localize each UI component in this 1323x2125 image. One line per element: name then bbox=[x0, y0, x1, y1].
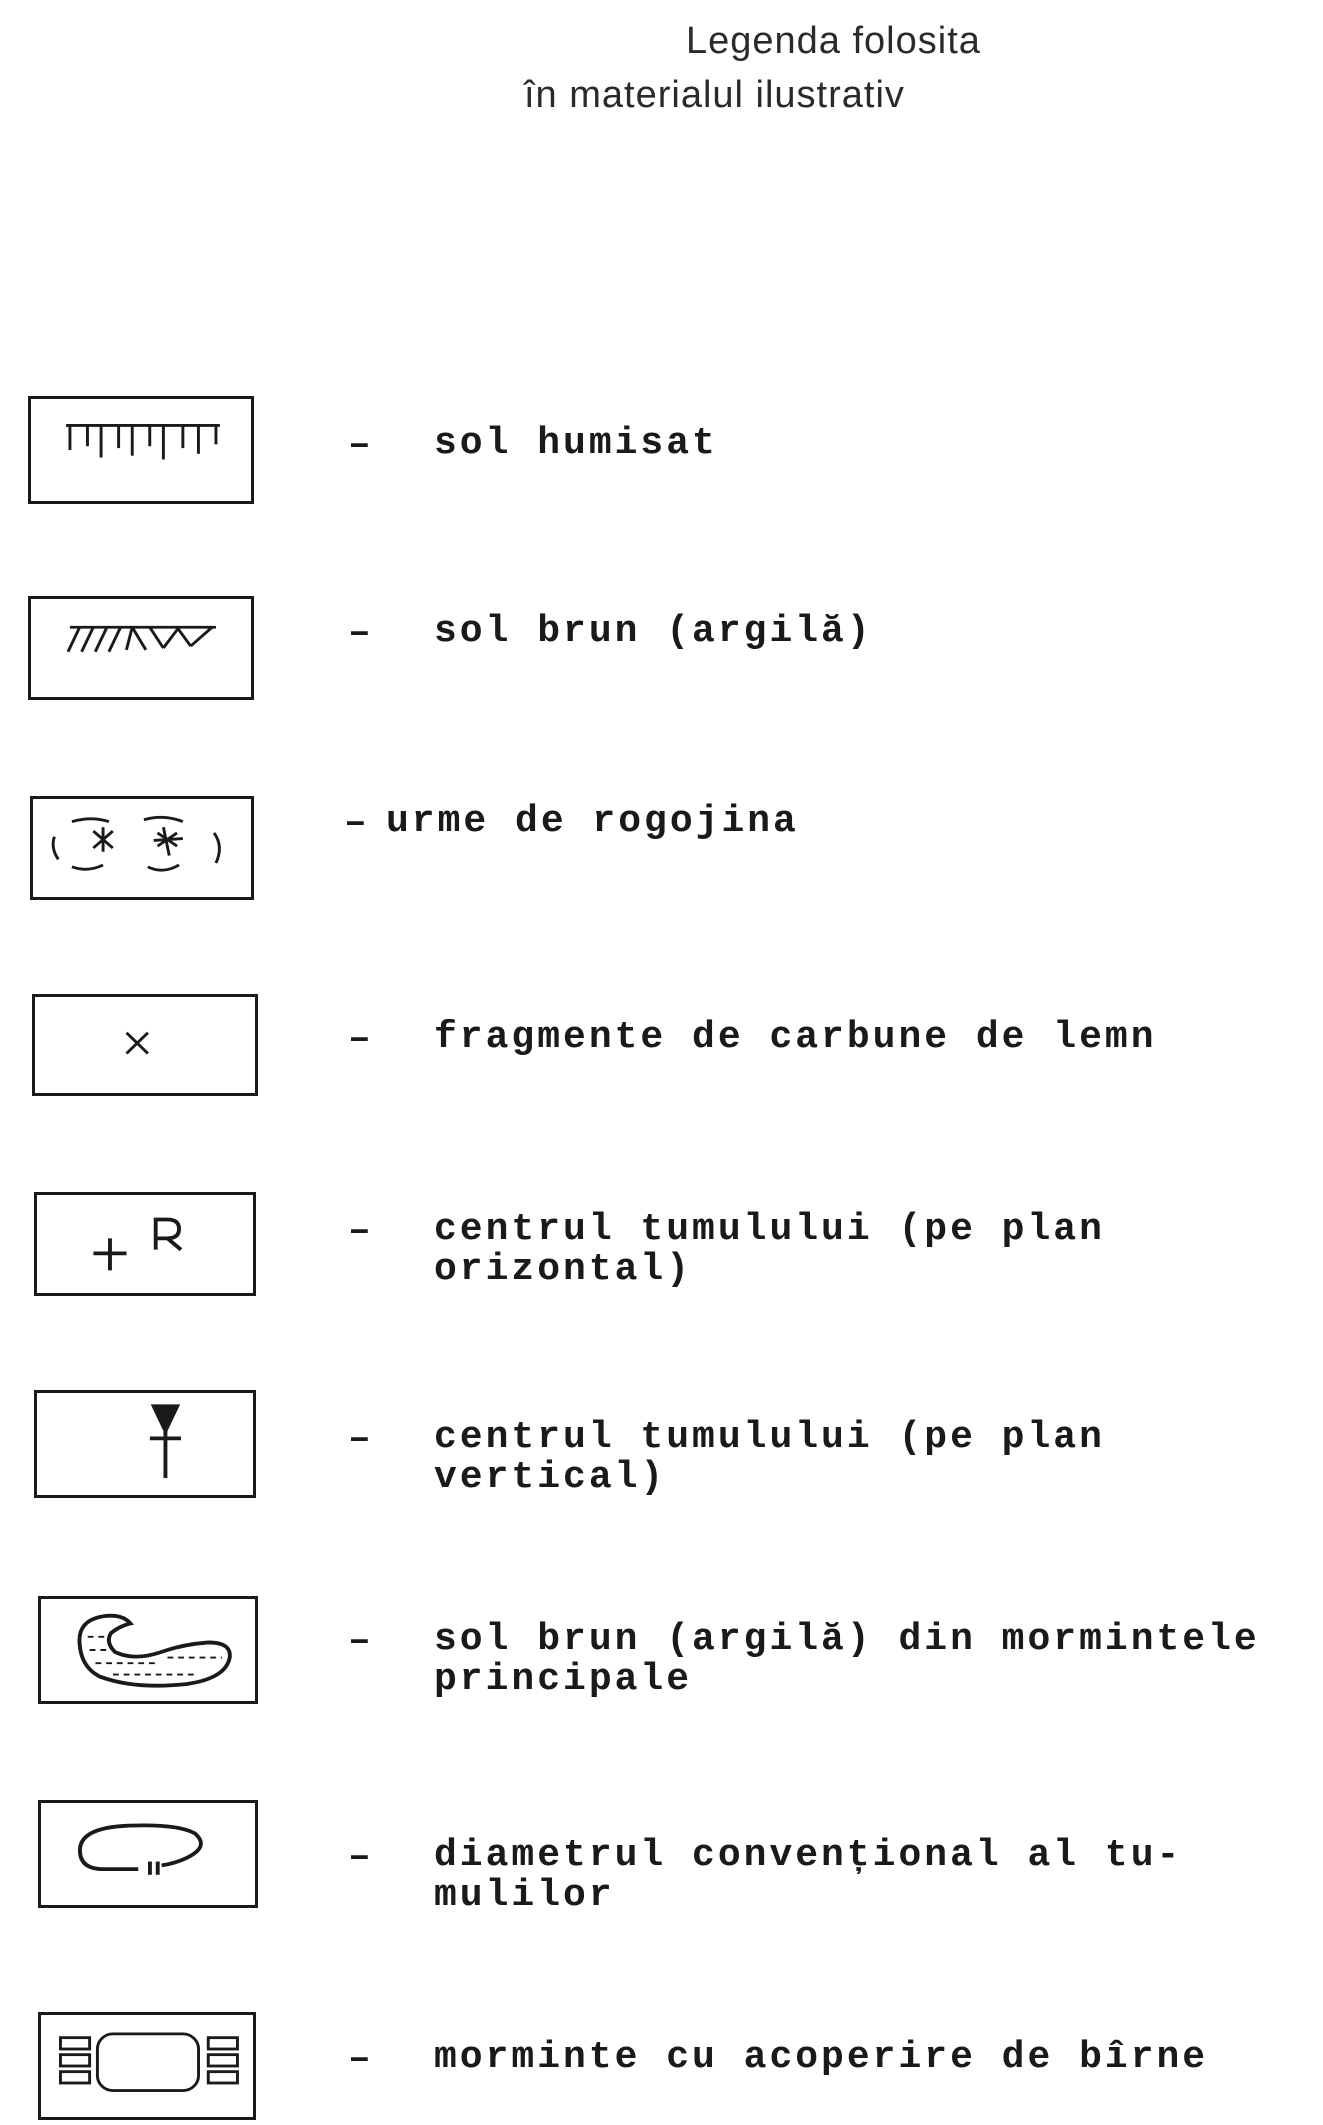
legend-label: morminte cu acoperire de bîrne bbox=[434, 2036, 1209, 2079]
log-covered-grave-icon bbox=[38, 2012, 256, 2120]
legend-label: sol humisat bbox=[434, 422, 718, 465]
legend-label: centrul tumulului (pe plan orizontal) bbox=[434, 1208, 1105, 1291]
crescent-clay-icon bbox=[38, 1596, 258, 1704]
legend-label: fragmente de carbune de lemn bbox=[434, 1016, 1157, 1059]
legend-dash: – bbox=[348, 612, 371, 655]
legend-label: sol brun (argilă) bbox=[434, 610, 873, 653]
cross-mark-icon bbox=[32, 994, 258, 1096]
legend-subtitle: în materialul ilustrativ bbox=[524, 74, 905, 116]
legend-dash: – bbox=[348, 2038, 371, 2081]
legend-label: diametrul convențional al tu- mulilor bbox=[434, 1834, 1183, 1917]
legend-dash: – bbox=[348, 424, 371, 467]
legend-dash: – bbox=[348, 1620, 371, 1663]
legend-label: urme de rogojina bbox=[386, 800, 799, 843]
legend-label: sol brun (argilă) din mormintele princip… bbox=[434, 1618, 1260, 1701]
legend-dash: – bbox=[348, 1210, 371, 1253]
legend-title: Legenda folosita bbox=[686, 20, 981, 62]
legend-dash: – bbox=[348, 1836, 371, 1879]
mat-imprint-icon bbox=[30, 796, 254, 900]
legend-dash: – bbox=[348, 1018, 371, 1061]
clay-hatch-icon bbox=[28, 596, 254, 700]
legend-dash: – bbox=[348, 1418, 371, 1461]
plus-r-icon bbox=[34, 1192, 256, 1296]
loop-diameter-icon bbox=[38, 1800, 258, 1908]
y-marker-icon bbox=[34, 1390, 256, 1498]
legend-label: centrul tumulului (pe plan vertical) bbox=[434, 1416, 1105, 1499]
grass-hatch-icon bbox=[28, 396, 254, 504]
legend-dash: – bbox=[344, 802, 367, 845]
